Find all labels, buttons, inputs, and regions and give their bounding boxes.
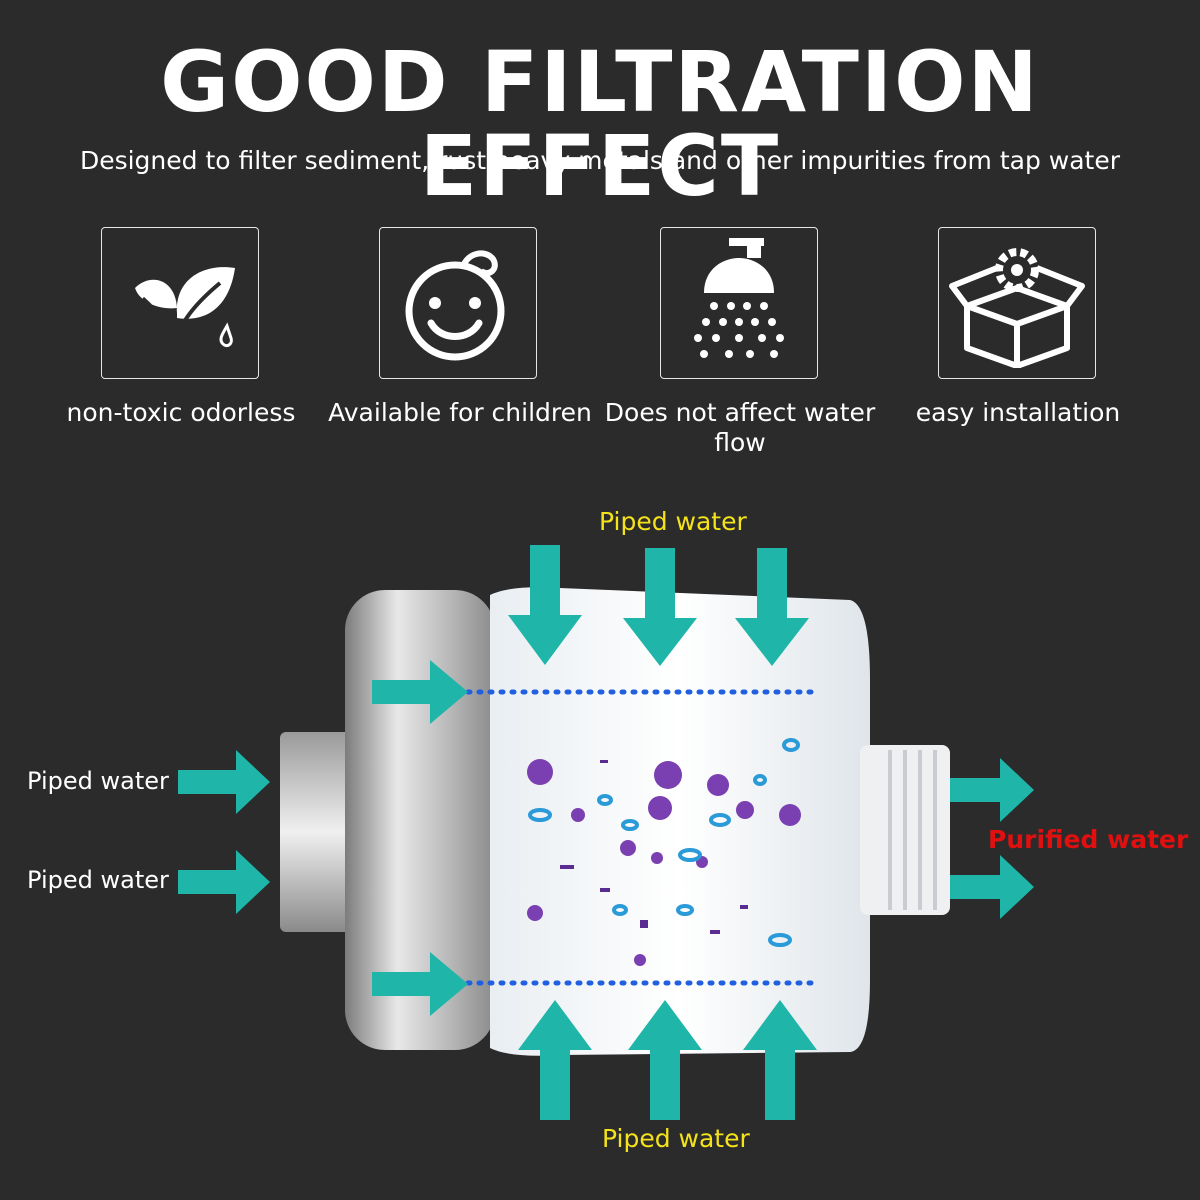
- feature-card-non-toxic: [101, 227, 259, 379]
- baby-face-icon: [405, 250, 505, 361]
- feature-label-children: Available for children: [328, 398, 592, 427]
- impurity-particles: [527, 738, 801, 966]
- filter-housing: [490, 587, 870, 1056]
- label-inlet-left-2: Piped water: [27, 866, 169, 894]
- arrow-down-1: [508, 545, 582, 665]
- arrow-right-cap-top: [372, 660, 468, 724]
- arrow-right-inlet-2: [178, 850, 270, 914]
- page-title: GOOD FILTRATION EFFECT: [160, 33, 1040, 215]
- arrow-up-2: [628, 1000, 702, 1120]
- flow-arrows: [178, 545, 1034, 1120]
- arrow-up-3: [743, 1000, 817, 1120]
- feature-card-installation: [938, 227, 1096, 379]
- feature-card-water-flow: [660, 227, 818, 379]
- feature-label-non-toxic: non-toxic odorless: [66, 398, 296, 427]
- filter-cap: [345, 590, 495, 1050]
- arrow-down-2: [623, 548, 697, 666]
- shower-head-icon: [694, 238, 784, 358]
- inlet-fitting: [280, 732, 360, 932]
- label-inlet-top: Piped water: [599, 507, 747, 536]
- arrow-right-outlet-1: [950, 758, 1034, 822]
- arrow-down-3: [735, 548, 809, 666]
- box-gear-icon: [949, 248, 1085, 368]
- label-inlet-left-1: Piped water: [27, 767, 169, 795]
- feature-card-children: [379, 227, 537, 379]
- page-subtitle: Designed to filter sediment, rust,heavy …: [79, 146, 1121, 175]
- arrow-right-inlet-1: [178, 750, 270, 814]
- arrow-right-outlet-2: [950, 855, 1034, 919]
- label-outlet: Purified water: [988, 825, 1189, 854]
- leaf-drop-icon: [135, 267, 235, 349]
- arrow-right-cap-bottom: [372, 952, 468, 1016]
- feature-label-water-flow: Does not affect water flow: [604, 398, 876, 457]
- label-inlet-bottom: Piped water: [602, 1124, 750, 1153]
- arrow-up-1: [518, 1000, 592, 1120]
- feature-label-installation: easy installation: [915, 398, 1121, 427]
